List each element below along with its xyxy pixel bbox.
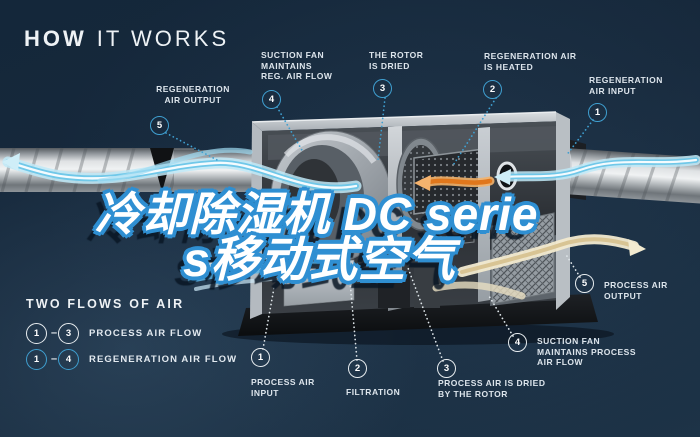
callout-label-process-air-output: PROCESS AIR OUTPUT <box>604 280 668 301</box>
callout-label-regeneration-air-input: REGENERATION AIR INPUT <box>589 75 663 96</box>
process-air-stream-out <box>432 234 646 300</box>
legend-regeneration-from-circle: 1 <box>26 349 47 370</box>
watermark-line2: s移动式空气 <box>183 234 456 287</box>
leader-lines-regeneration <box>165 97 594 168</box>
page-title: HOW IT WORKS <box>24 26 229 52</box>
callout-number-1-process: 1 <box>251 348 270 367</box>
callout-number-1-regeneration: 1 <box>588 103 607 122</box>
callout-label-suction-fan-reg: SUCTION FAN MAINTAINS REG. AIR FLOW <box>261 50 333 81</box>
callout-label-rotor-is-dried: THE ROTOR IS DRIED <box>369 50 424 71</box>
title-bold: HOW <box>24 26 87 51</box>
legend-regeneration-to-circle: 4 <box>58 349 79 370</box>
legend-process-label: PROCESS AIR FLOW <box>89 328 203 339</box>
legend-process-to-circle: 3 <box>58 323 79 344</box>
legend-regeneration-label: REGENERATION AIR FLOW <box>89 354 238 365</box>
title-light: IT WORKS <box>96 26 230 51</box>
regeneration-air-stream-out <box>2 147 362 194</box>
legend-process-from-circle: 1 <box>26 323 47 344</box>
callout-label-process-air-input: PROCESS AIR INPUT <box>251 377 315 398</box>
regeneration-air-stream-in <box>494 155 700 185</box>
watermark-swoosh <box>180 245 337 291</box>
callout-number-5-regeneration: 5 <box>150 116 169 135</box>
heated-air-stream <box>414 175 495 191</box>
callout-number-5-process: 5 <box>575 274 594 293</box>
callout-number-3-process: 3 <box>437 359 456 378</box>
callout-label-regeneration-air-heated: REGENERATION AIR IS HEATED <box>484 51 577 72</box>
legend-process-dash: – <box>51 327 58 339</box>
watermark-line1: 冷却除湿机 DC serie <box>95 188 539 240</box>
callout-number-2-regeneration: 2 <box>483 80 502 99</box>
leader-lines-process <box>262 252 581 362</box>
legend-heading: TWO FLOWS OF AIR <box>26 297 185 311</box>
callout-number-4-process: 4 <box>508 333 527 352</box>
callout-number-3-regeneration: 3 <box>373 79 392 98</box>
legend-regeneration-dash: – <box>51 353 58 365</box>
callout-label-suction-fan-process: SUCTION FAN MAINTAINS PROCESS AIR FLOW <box>537 336 637 367</box>
callout-number-4-regeneration: 4 <box>262 90 281 109</box>
callout-label-filtration: FILTRATION <box>346 387 401 397</box>
callout-number-2-process: 2 <box>348 359 367 378</box>
callout-label-regeneration-air-output: REGENERATION AIR OUTPUT <box>156 84 230 105</box>
callout-label-process-air-dried: PROCESS AIR IS DRIED BY THE ROTOR <box>438 378 546 399</box>
